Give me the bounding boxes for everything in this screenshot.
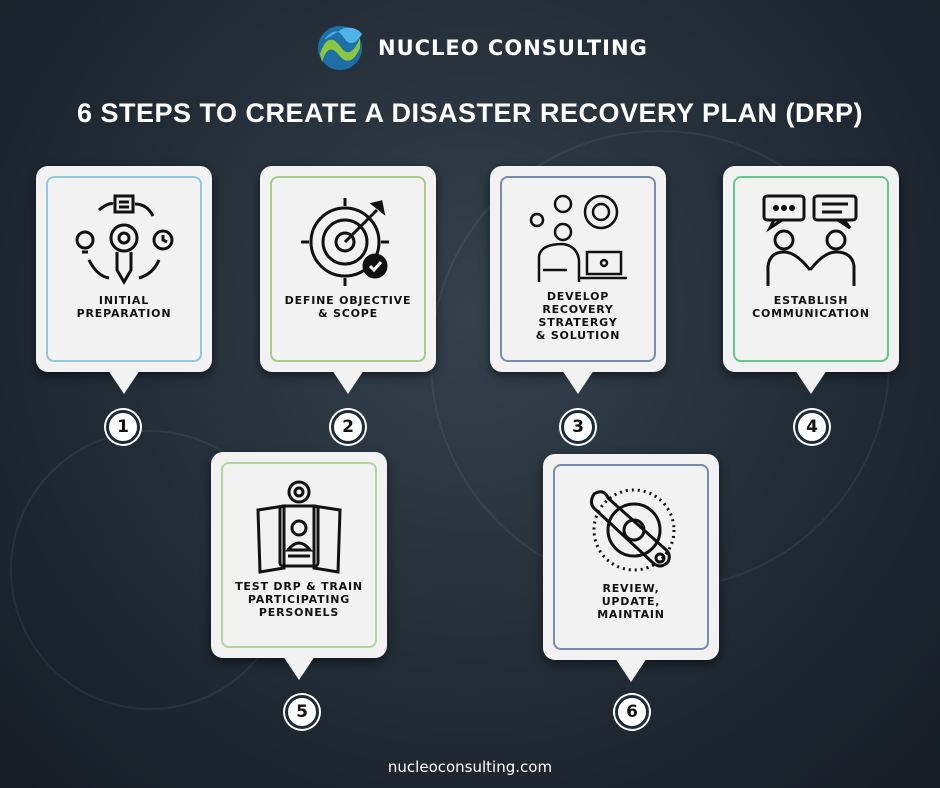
step-number-badge: 4	[795, 410, 829, 444]
page-title: 6 STEPS TO CREATE A DISASTER RECOVERY PL…	[76, 98, 864, 128]
id-badge-gear-icon	[256, 480, 342, 574]
step-label: TEST DRP & TRAIN PARTICIPATING PERSONELS	[235, 580, 363, 619]
step-label: DEFINE OBJECTIVE & SCOPE	[284, 294, 412, 320]
nucleo-logo-icon	[318, 26, 362, 70]
step-label: INITIAL PREPARATION	[76, 294, 172, 320]
step-card-3: DEVELOP RECOVERY STRATERGY & SOLUTION	[490, 166, 666, 394]
step-card-1: INITIAL PREPARATION	[36, 166, 212, 394]
step-number-badge: 3	[561, 410, 595, 444]
step-label: REVIEW, UPDATE, MAINTAIN	[597, 582, 665, 621]
brand-name: NUCLEO CONSULTING	[378, 36, 648, 60]
step-number-badge: 2	[331, 410, 365, 444]
step-number-badge: 5	[285, 695, 319, 729]
step-number-badge: 6	[615, 695, 649, 729]
step-label: ESTABLISH COMMUNICATION	[752, 294, 870, 320]
preparation-cycle-icon	[75, 194, 174, 285]
conversation-icon	[762, 194, 858, 286]
step-label: DEVELOP RECOVERY STRATERGY & SOLUTION	[535, 290, 621, 342]
step-card-2: DEFINE OBJECTIVE & SCOPE	[260, 166, 436, 394]
website-url: nucleoconsulting.com	[387, 758, 553, 776]
step-card-6: REVIEW, UPDATE, MAINTAIN	[543, 454, 719, 682]
target-arrow-icon	[301, 198, 389, 286]
person-laptop-gears-icon	[529, 194, 627, 282]
step-card-4: ESTABLISH COMMUNICATION	[723, 166, 899, 394]
brand: NUCLEO CONSULTING	[314, 24, 648, 72]
step-card-5: TEST DRP & TRAIN PARTICIPATING PERSONELS	[211, 452, 387, 680]
wrench-gear-icon	[589, 488, 676, 572]
step-number-badge: 1	[106, 410, 140, 444]
